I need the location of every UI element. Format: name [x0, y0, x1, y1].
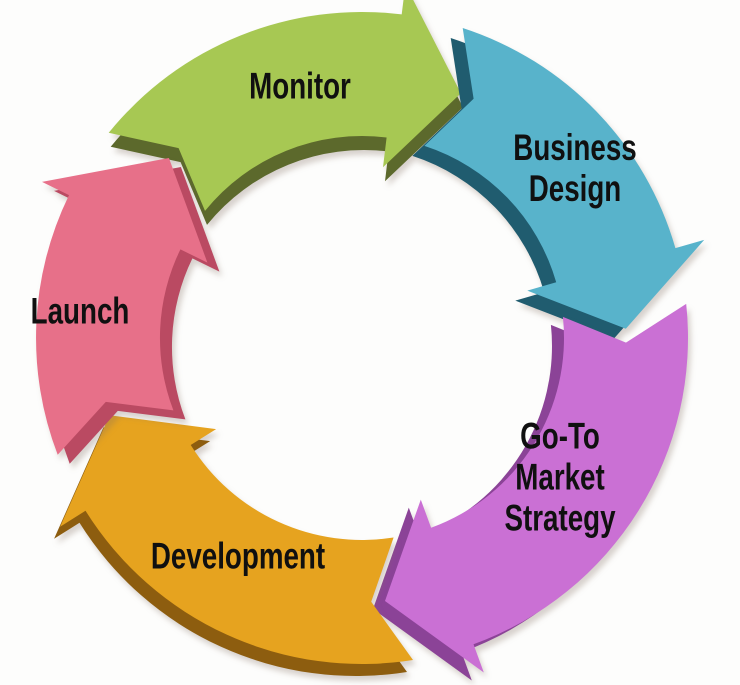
arrow-monitor: [108, 0, 463, 225]
arrow-launch: [36, 158, 220, 464]
arrow-monitor-face: [108, 0, 461, 211]
arrow-business-design: [412, 28, 705, 339]
arrow-launch-face: [36, 158, 208, 455]
arrow-business-design-face: [424, 28, 705, 329]
arrow-development-face: [60, 415, 413, 665]
arrow-go-to-market-strategy-face: [385, 303, 688, 673]
arrow-development: [54, 415, 413, 677]
arrow-go-to-market-strategy: [373, 303, 688, 681]
